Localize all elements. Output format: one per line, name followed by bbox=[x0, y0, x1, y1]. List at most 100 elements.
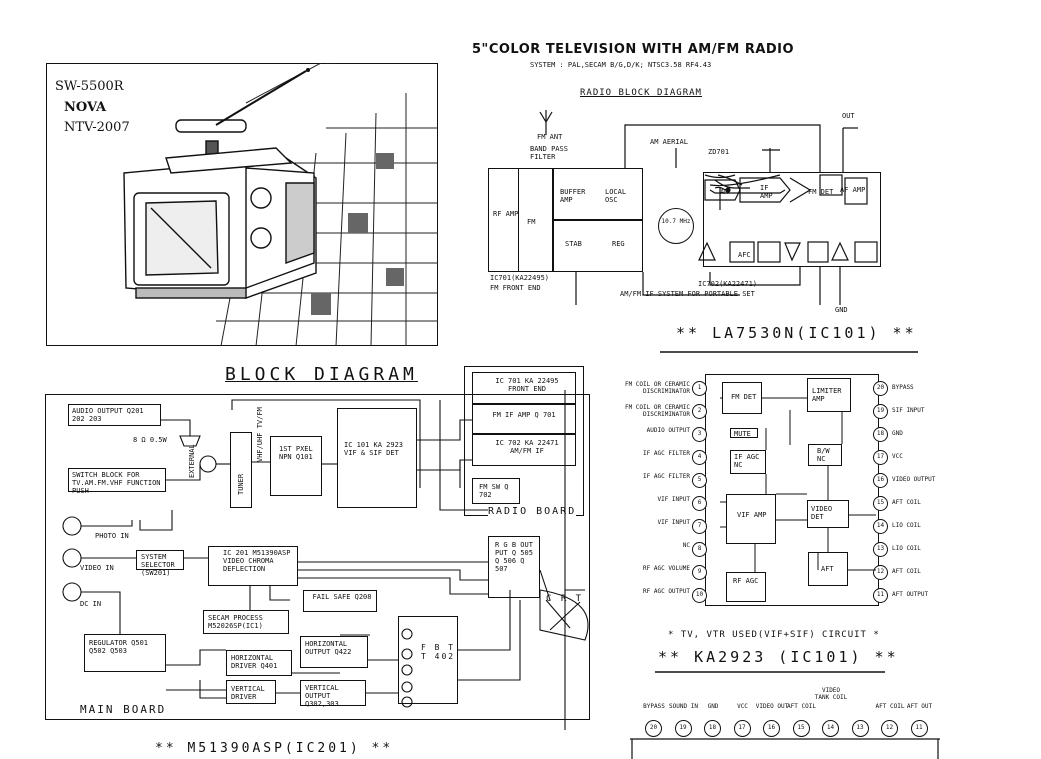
la7530-wiring bbox=[720, 397, 876, 572]
ka-pin-label: VIDEO TANK COIL bbox=[814, 687, 848, 701]
regulator-box: REGULATOR Q501 Q502 Q503 bbox=[84, 634, 166, 672]
la-right-pin-13: 13 bbox=[873, 542, 888, 557]
la-if-agc-box: IF AGC NC bbox=[730, 450, 766, 474]
la-left-pin-label: VIF INPUT bbox=[657, 496, 690, 503]
m51390-caption: ** M51390ASP(IC201) ** bbox=[155, 741, 394, 756]
fail-safe-box: FAIL SAFE Q208 bbox=[303, 590, 377, 612]
la-mute-box: MUTE bbox=[730, 428, 758, 438]
la-left-pin-1: 1 bbox=[692, 381, 707, 396]
ka2923-title: ** KA2923 (IC101) ** bbox=[658, 648, 899, 666]
secam-box: SECAM PROCESS M52026SP(IC1) bbox=[203, 610, 289, 634]
la-limiter-box: LIMITER AMP bbox=[807, 378, 851, 412]
la-left-pin-label: RF AGC OUTPUT bbox=[643, 588, 690, 595]
model-label-1: SW-5500R bbox=[55, 79, 124, 94]
radio-ic702-box: IC 702 KA 22471 AM/FM IF bbox=[472, 434, 576, 466]
if-amp-text: IF AMP bbox=[760, 184, 773, 201]
radio-block-title: RADIO BLOCK DIAGRAM bbox=[580, 88, 702, 98]
la-left-pin-label: RF AGC VOLUME bbox=[643, 565, 690, 572]
la-right-pin-label: AFT OUTPUT bbox=[892, 591, 929, 598]
fm-text: FM bbox=[527, 218, 536, 226]
la-right-pin-label: SIF INPUT bbox=[892, 407, 925, 414]
ka-pin-14: 14 bbox=[822, 720, 839, 737]
la-right-pin-11: 11 bbox=[873, 588, 888, 603]
model-label-2: NOVA bbox=[64, 100, 107, 115]
ic701-label: IC701(KA22495) bbox=[490, 274, 550, 282]
la-right-pin-label: LIO COIL bbox=[892, 522, 921, 529]
v-output-box: VERTICAL OUTPUT Q302,303 bbox=[300, 680, 366, 708]
block-diagram-title: BLOCK DIAGRAM bbox=[225, 364, 418, 385]
ka2923-rule bbox=[655, 671, 885, 673]
ka-pin-20: 20 bbox=[645, 720, 662, 737]
ka-pin-label: SOUND IN bbox=[669, 703, 698, 710]
ka-pin-label: AFT OUT bbox=[906, 703, 933, 710]
la-fm-det-box: FM DET bbox=[722, 382, 762, 414]
system-selector-box: SYSTEM SELECTOR (SW201) bbox=[136, 550, 184, 577]
ka-pin-label: GND bbox=[707, 703, 719, 710]
la-right-pin-14: 14 bbox=[873, 519, 888, 534]
la-video-det-box: VIDEO DET bbox=[807, 500, 849, 528]
main-board-label: MAIN BOARD bbox=[80, 703, 167, 717]
ka2923-body bbox=[630, 738, 940, 759]
la-right-pin-label: GND bbox=[892, 430, 903, 437]
la-right-pin-label: BYPASS bbox=[892, 384, 914, 391]
la-right-pin-12: 12 bbox=[873, 565, 888, 580]
la-vif-amp-box: VIF AMP bbox=[726, 494, 776, 544]
fm-det-text: FM DET bbox=[808, 188, 834, 196]
ic201-box: IC 201 M51390ASP VIDEO CHROMA DEFLECTION bbox=[208, 546, 298, 586]
la-right-pin-18: 18 bbox=[873, 427, 888, 442]
speaker-label: 8 Ω 0.5W bbox=[133, 436, 167, 444]
radio-fm-sw-box: FM SW Q 702 bbox=[472, 478, 520, 504]
stab-text: STAB bbox=[565, 240, 582, 248]
la-left-pin-10: 10 bbox=[692, 588, 707, 603]
la-left-pin-label: AUDIO OUTPUT bbox=[646, 427, 690, 434]
ka-pin-18: 18 bbox=[704, 720, 721, 737]
la-left-pin-9: 9 bbox=[692, 565, 707, 580]
la7530-chip bbox=[705, 374, 879, 606]
la-right-pin-label: AFT COIL bbox=[892, 568, 921, 575]
if-transformer: 10.7 MHz bbox=[658, 208, 694, 244]
la-left-pin-4: 4 bbox=[692, 450, 707, 465]
radio-board-label: RADIO BOARD bbox=[488, 506, 577, 518]
la-right-pin-19: 19 bbox=[873, 404, 888, 419]
ka-pin-label: BYPASS bbox=[643, 703, 665, 710]
photo-in-label: PHOTO IN bbox=[95, 532, 129, 540]
main-board-frame bbox=[45, 394, 590, 720]
am-text: AM bbox=[720, 188, 729, 196]
ka-pin-13: 13 bbox=[851, 720, 869, 737]
radio-wiring bbox=[539, 110, 878, 305]
reg-text: REG bbox=[612, 240, 625, 248]
ic702-label: IC702(KA22471) bbox=[698, 280, 758, 288]
ka-pin-16: 16 bbox=[763, 720, 780, 737]
tuner-box: TUNER bbox=[230, 432, 252, 508]
am-aerial-label: AM AERIAL bbox=[650, 138, 688, 146]
la-left-pin-6: 6 bbox=[692, 496, 707, 511]
la7530-title: ** LA7530N(IC101) ** bbox=[676, 324, 917, 342]
page-subtitle: SYSTEM : PAL,SECAM B/G,D/K; NTSC3.58 RF4… bbox=[530, 61, 712, 69]
ka-pin-label: AFT COIL bbox=[787, 703, 816, 710]
la-right-pin-label: VIDEO OUTPUT bbox=[892, 476, 936, 483]
la-aft-box: AFT bbox=[808, 552, 848, 586]
ka-pin-label: VIDEO OUT bbox=[755, 703, 789, 710]
la-right-pin-17: 17 bbox=[873, 450, 888, 465]
crt-label: C R T bbox=[546, 594, 584, 604]
switch-block-box: SWITCH BLOCK FOR TV.AM.FM.VHF FUNCTION P… bbox=[68, 468, 166, 495]
stab-reg-box bbox=[553, 220, 643, 272]
ka-pin-19: 19 bbox=[674, 720, 692, 737]
la-left-pin-label: VIF INPUT bbox=[657, 519, 690, 526]
af-amp-text: AF AMP bbox=[840, 186, 866, 194]
video-in-label: VIDEO IN bbox=[80, 564, 114, 572]
la-left-pin-3: 3 bbox=[692, 427, 707, 442]
h-output-box: HORIZONTAL OUTPUT Q422 bbox=[300, 636, 368, 668]
la-right-pin-20: 20 bbox=[873, 381, 888, 396]
amfm-label: AM/FM IF SYSTEM FOR PORTABLE SET bbox=[620, 290, 755, 298]
la-left-pin-label: FM COIL OR CERAMIC DISCRIMINATOR bbox=[624, 381, 690, 395]
ka-pin-11: 11 bbox=[910, 720, 928, 737]
radio-if-amp-box: FM IF AMP Q 701 bbox=[472, 404, 576, 434]
rgb-output-box: R G B OUT PUT Q 505 Q 506 Q 507 bbox=[488, 536, 540, 598]
am-fm-if-box bbox=[703, 172, 881, 267]
la-right-pin-15: 15 bbox=[873, 496, 888, 511]
zd-label: ZD701 bbox=[708, 148, 730, 156]
product-image-frame bbox=[46, 63, 438, 346]
band-pass-label: BAND PASS FILTER bbox=[530, 145, 568, 162]
